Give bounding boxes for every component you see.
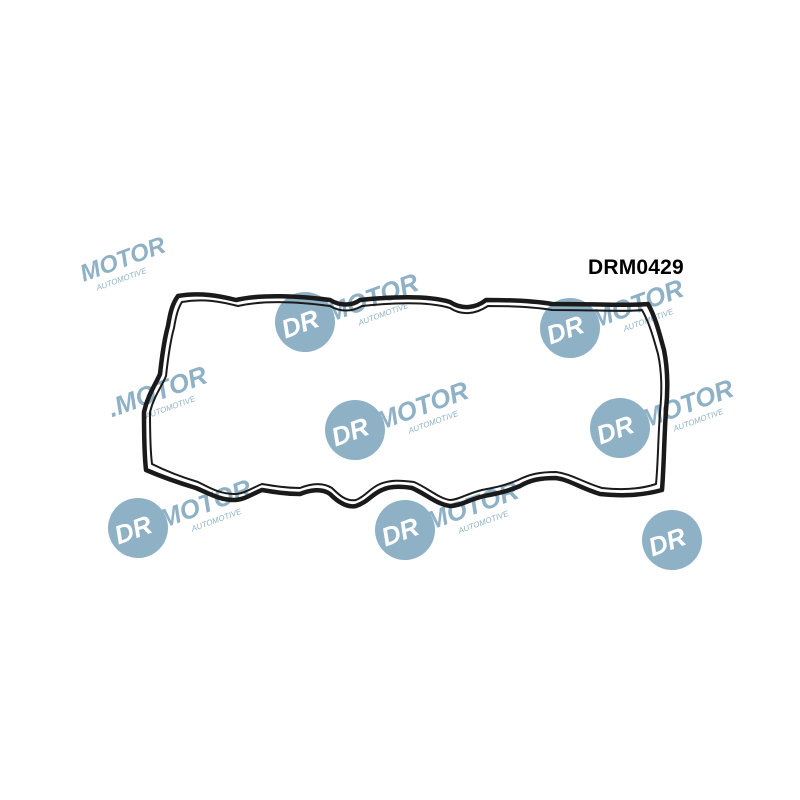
gasket-inner-line: [149, 299, 663, 502]
part-number-label: DRM0429: [588, 256, 684, 279]
watermark-logo: DR: [642, 510, 702, 570]
gasket-outline: [141, 292, 670, 509]
watermark-logo: DR .MOTOR AUTOMOTIVE: [590, 373, 738, 458]
